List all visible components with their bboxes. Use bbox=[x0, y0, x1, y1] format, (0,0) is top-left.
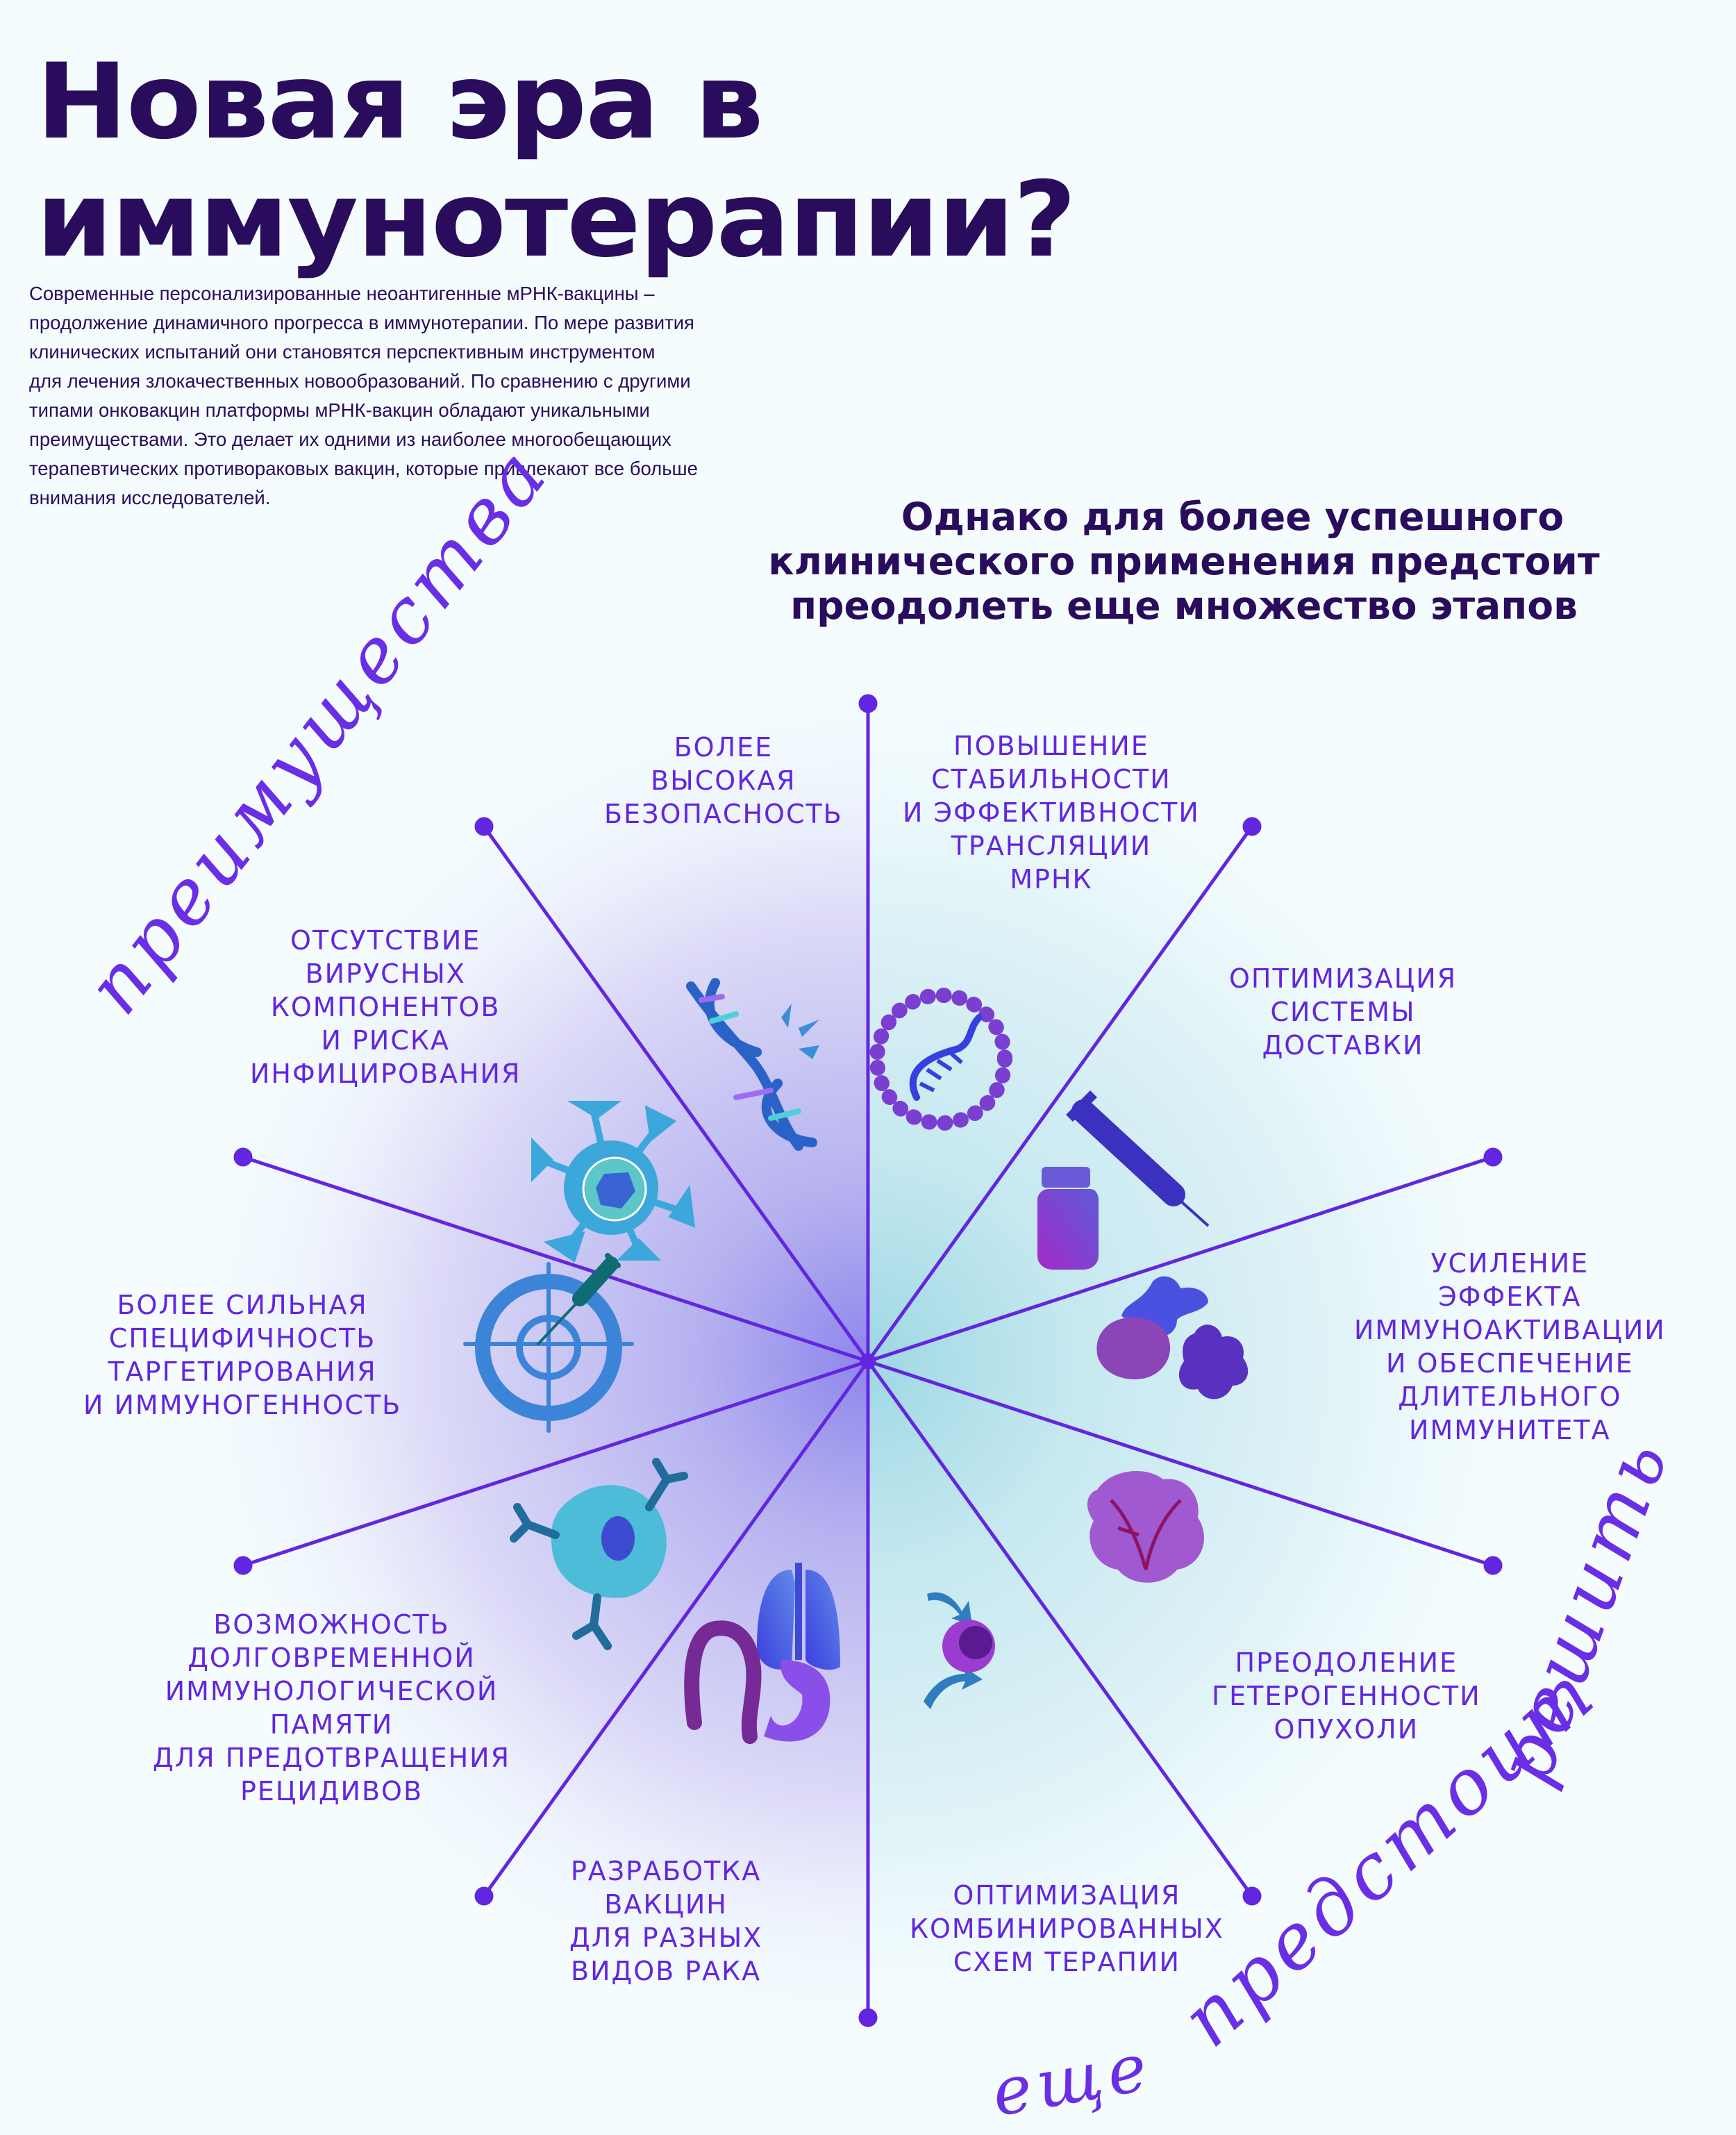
subhead-line: клинического применения предстоит bbox=[768, 539, 1600, 583]
intro-line: преимуществами. Это делает их одними из … bbox=[29, 429, 671, 450]
label-line: усиление bbox=[1430, 1248, 1589, 1279]
advantage-specificity: более сильная специфичность таргетирован… bbox=[83, 1288, 401, 1422]
label-line: и риска bbox=[321, 1025, 450, 1056]
label-line: иммунологической bbox=[165, 1676, 499, 1706]
label-line: компонентов bbox=[270, 992, 501, 1022]
label-line: и обеспечение bbox=[1385, 1348, 1634, 1379]
challenge-heterogeneity: преодоление гетерогенности опухоли bbox=[1212, 1646, 1481, 1746]
subheading: Однако для более успешного клинического … bbox=[663, 495, 1705, 628]
label-line: инфицирования bbox=[250, 1058, 521, 1089]
label-line: гетерогенности bbox=[1212, 1681, 1481, 1711]
label-line: таргетирования bbox=[108, 1356, 377, 1387]
intro-line: клинических испытаний они становятся пер… bbox=[29, 341, 656, 363]
spokes bbox=[233, 694, 1503, 2027]
intro-line: внимания исследователей. bbox=[29, 487, 271, 508]
label-line: видов рака bbox=[571, 1956, 762, 1986]
label-line: схем терапии bbox=[953, 1947, 1180, 1977]
advantage-memory: возможность долговременной иммунологичес… bbox=[153, 1608, 510, 1808]
intro-line: типами онковакцин платформы мРНК-вакцин … bbox=[29, 399, 650, 421]
label-line: комбинированных bbox=[910, 1913, 1224, 1944]
mrna-nanoparticle-icon bbox=[869, 988, 1012, 1131]
label-line: разработка bbox=[570, 1856, 762, 1886]
challenge-combination: оптимизация комбинированных схем терапии bbox=[910, 1879, 1224, 1979]
virus-icon bbox=[531, 1101, 696, 1263]
label-line: вирусных bbox=[305, 958, 466, 989]
label-line: иммуноактивации bbox=[1354, 1315, 1666, 1345]
label-line: доставки bbox=[1262, 1030, 1424, 1061]
label-line: для предотвращения bbox=[153, 1743, 511, 1773]
label-line: памяти bbox=[269, 1709, 394, 1740]
label-line: вакцин bbox=[604, 1889, 728, 1920]
title-line-2: иммунотерапии? bbox=[36, 160, 1076, 281]
organs-icon bbox=[684, 1563, 840, 1744]
page-title: Новая эра в иммунотерапии? bbox=[36, 42, 1076, 281]
subhead-line: преодолеть еще множество этапов bbox=[790, 583, 1578, 628]
label-line: и эффективности bbox=[903, 797, 1200, 828]
label-line: повышение bbox=[953, 731, 1149, 761]
intro-paragraph: Современные персонализированные неоантиг… bbox=[29, 279, 897, 513]
title-line-1: Новая эра в bbox=[36, 42, 764, 163]
target-syringe-icon bbox=[463, 1253, 634, 1433]
label-line: длительного bbox=[1398, 1381, 1622, 1412]
label-line: преодоление bbox=[1235, 1647, 1458, 1678]
label-line: опухоли bbox=[1274, 1714, 1419, 1745]
label-line: стабильности bbox=[931, 764, 1171, 795]
label-line: отсутствие bbox=[290, 925, 481, 956]
label-line: возможность bbox=[213, 1609, 450, 1640]
dna-break-icon bbox=[686, 978, 819, 1151]
syringe-vial-icon bbox=[1037, 1090, 1210, 1270]
cell-antibody-icon bbox=[510, 1458, 688, 1650]
label-line: специфичность bbox=[108, 1323, 376, 1354]
tumor-arrows-icon bbox=[924, 1592, 995, 1709]
label-line: мРНК bbox=[1010, 864, 1093, 895]
label-line: рецидивов bbox=[240, 1776, 424, 1806]
advantage-cancer-types: разработка вакцин для разных видов рака bbox=[569, 1854, 762, 1988]
subhead-line: Однако для более успешного bbox=[901, 495, 1564, 539]
label-line: более сильная bbox=[117, 1290, 368, 1320]
label-line: и иммуногенность bbox=[83, 1390, 402, 1420]
label-line: системы bbox=[1270, 997, 1416, 1027]
advantage-safety: более высокая безопасность bbox=[604, 731, 843, 831]
label-line: для разных bbox=[569, 1922, 763, 1953]
intro-line: Современные персонализированные неоантиг… bbox=[29, 283, 655, 304]
intro-line: терапевтических противораковых вакцин, к… bbox=[29, 458, 698, 479]
tumor-vessels-icon bbox=[1087, 1471, 1204, 1583]
advantage-no-viral: отсутствие вирусных компонентов и риска … bbox=[250, 924, 521, 1090]
label-line: оптимизация bbox=[1229, 963, 1458, 994]
immune-cells-icon bbox=[1096, 1276, 1249, 1399]
label-line: оптимизация bbox=[953, 1880, 1181, 1911]
label-line: трансляции bbox=[951, 831, 1152, 861]
intro-line: для лечения злокачественных новообразова… bbox=[29, 370, 691, 392]
intro-line: продолжение динамичного прогресса в имму… bbox=[29, 312, 694, 333]
label-line: безопасность bbox=[604, 799, 843, 829]
label-line: более bbox=[674, 732, 774, 763]
label-line: эффекта bbox=[1438, 1281, 1582, 1312]
challenge-stability: повышение стабильности и эффективности т… bbox=[903, 729, 1200, 896]
label-line: высокая bbox=[651, 765, 796, 796]
challenge-delivery: оптимизация системы доставки bbox=[1229, 962, 1457, 1062]
label-line: долговременной bbox=[187, 1643, 476, 1673]
label-line: иммунитета bbox=[1409, 1415, 1611, 1445]
challenge-immunoactivation: усиление эффекта иммуноактивации и обесп… bbox=[1354, 1247, 1666, 1447]
